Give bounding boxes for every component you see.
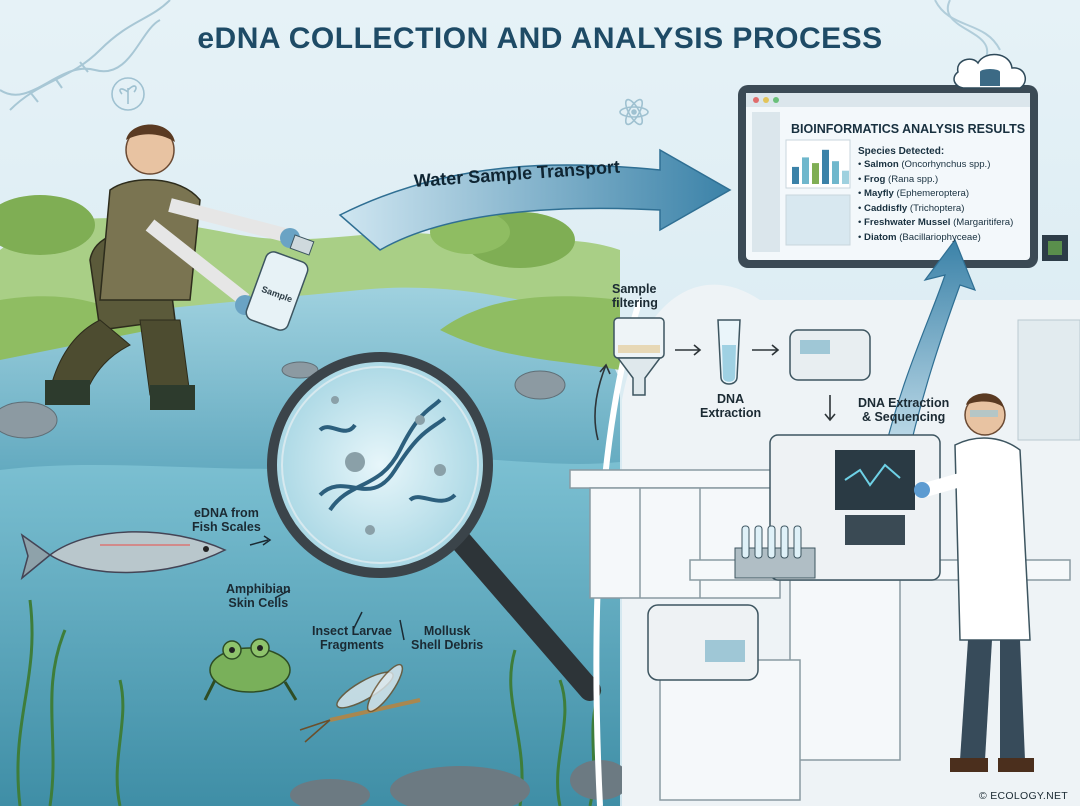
test-tube-rack-icon (734, 525, 816, 579)
monitor-bar (792, 166, 799, 184)
lab-window-panel (1017, 319, 1080, 441)
label-fish-scales: eDNA from Fish Scales (192, 506, 261, 534)
species-item: • Diatom (Bacillariophyceae) (858, 231, 981, 243)
species-item: • Mayfly (Ephemeroptera) (858, 188, 970, 200)
sprout-icon (111, 77, 145, 111)
mayfly-icon (299, 663, 421, 743)
species-item: • Salmon (Oncorhynchus spp.) (858, 159, 991, 170)
species-item: • Caddisfly (Trichoptera) (858, 202, 965, 214)
test-tube-icon (717, 319, 741, 385)
monitor-bar (812, 163, 819, 184)
dna-helix-decor-icon (0, 0, 171, 111)
sample-bottle-icon (245, 234, 315, 331)
thermocycler-icon (647, 604, 759, 681)
up-arrow-icon (879, 238, 977, 471)
species-item: • Freshwater Mussel (Margaritifera) (858, 217, 1014, 229)
dna-sequencer-icon (769, 434, 941, 581)
page-title: eDNA COLLECTION AND ANALYSIS PROCESS (197, 22, 883, 55)
processor-chip-icon (1042, 235, 1068, 261)
monitor-heading: BIOINFORMATICS ANALYSIS RESULTS (791, 122, 1026, 136)
label-sequencing: DNA Extraction & Sequencing (858, 396, 950, 424)
label-extraction: DNA Extraction (700, 392, 762, 420)
monitor-bar (832, 161, 839, 184)
results-monitor (738, 85, 1038, 268)
label-amphibian: Amphibian Skin Cells (226, 582, 291, 610)
species-item: • Frog (Rana spp.) (858, 173, 939, 185)
salmon-fish-icon (20, 531, 227, 581)
transport-arrow-icon (338, 148, 732, 251)
debris-particles (331, 396, 446, 535)
monitor-bar (822, 149, 829, 184)
centrifuge-icon (789, 329, 871, 381)
flow-arrows (594, 344, 836, 441)
field-researcher-figure (45, 124, 300, 410)
cloud-database-icon (953, 53, 1027, 89)
pointer-arrows (249, 535, 405, 641)
magnifying-glass-icon (267, 352, 601, 701)
species-heading: Species Detected: (858, 146, 945, 157)
right-bank (440, 296, 620, 370)
atom-icon (619, 98, 649, 126)
label-insect: Insect Larvae Fragments (312, 624, 392, 652)
monitor-bar (802, 157, 809, 184)
dna-strands-icon (318, 398, 457, 512)
credit: © ECOLOGY.NET (978, 790, 1068, 802)
results-bar-chart (792, 149, 849, 184)
frog-icon (203, 638, 298, 701)
monitor-bar (842, 170, 849, 184)
river-rocks (0, 361, 566, 439)
dna-helix-decor-icon (934, 0, 1001, 61)
lab-scientist-figure (914, 393, 1034, 772)
species-list: • Salmon (Oncorhynchus spp.) • Frog (Rana… (858, 158, 1013, 246)
label-mollusk: Mollusk Shell Debris (411, 624, 484, 652)
label-filtering: Sample filtering (612, 282, 658, 310)
filter-funnel-icon (613, 317, 665, 396)
